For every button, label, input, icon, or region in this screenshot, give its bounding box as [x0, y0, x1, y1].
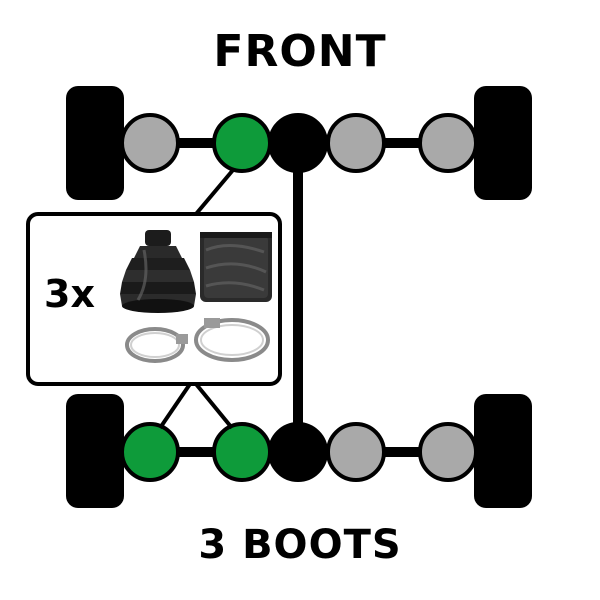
- tire-front-left: [66, 86, 124, 200]
- front-axle-joints: [120, 113, 478, 173]
- callout-line-rear-left: [158, 382, 192, 430]
- callout-line-front: [194, 168, 235, 216]
- kit-quantity: 3x: [44, 272, 95, 316]
- joint-front-left-inner: [212, 113, 272, 173]
- joint-front-left-outer: [120, 113, 180, 173]
- joint-front-right-outer: [418, 113, 478, 173]
- joint-rear-differential: [268, 422, 328, 482]
- grease-packet-icon: [200, 232, 272, 302]
- tire-rear-right: [474, 394, 532, 508]
- joint-rear-left-inner: [212, 422, 272, 482]
- front-label: FRONT: [213, 26, 387, 77]
- joint-front-differential: [268, 113, 328, 173]
- joint-rear-right-outer: [418, 422, 478, 482]
- rear-axle-joints: [120, 422, 478, 482]
- tire-rear-left: [66, 394, 124, 508]
- cv-boot-icon: [120, 230, 196, 313]
- tire-front-right: [474, 86, 532, 200]
- joint-rear-left-outer: [120, 422, 180, 482]
- joint-rear-right-inner: [326, 422, 386, 482]
- callout-line-rear-right: [194, 382, 234, 430]
- clamp-icon: [194, 318, 270, 362]
- joint-front-right-inner: [326, 113, 386, 173]
- clamp-icon: [125, 327, 188, 363]
- boots-count-label: 3 BOOTS: [198, 522, 402, 568]
